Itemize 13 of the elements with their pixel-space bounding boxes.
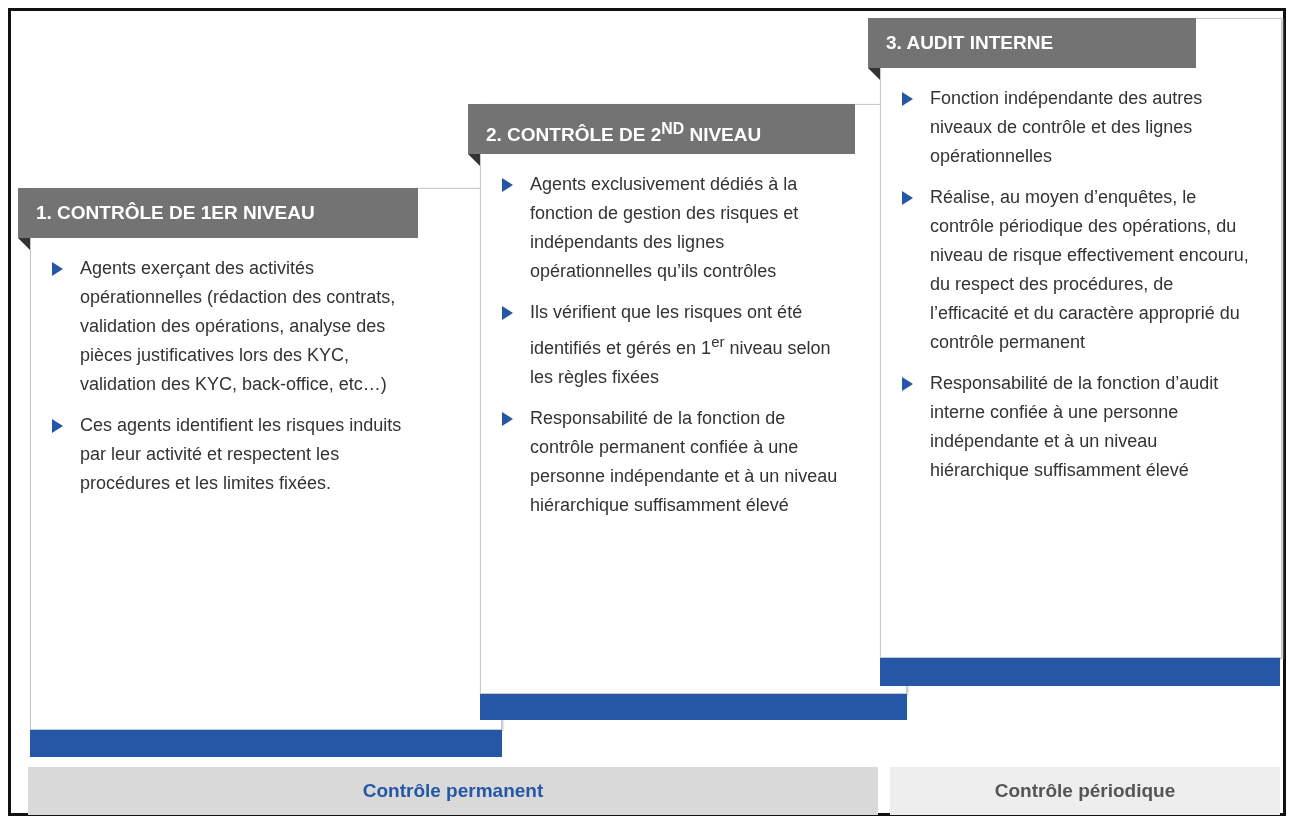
bullet-text: Ces agents identifient les risques induits par leur activité et respectent les procédures et les limites fixées. <box>80 414 403 495</box>
bullet-text: Réalise, au moyen d’enquêtes, le contrôle périodique des opérations, du niveau de risque effectivement encouru, du respect des procédures, de l’efficacité et du caractère approprié du contrôle permanent <box>930 186 1250 354</box>
bullet-text: Fonction indépendante des autres niveaux de contrôle et des lignes opérationnelles <box>930 87 1204 168</box>
bullet-text: Responsabilité de la fonction d’audit interne confiée à une personne indépendante et à un niveau hiérarchique suffisamment élevé <box>930 372 1220 482</box>
category-band: Contrôle périodique <box>890 767 1280 815</box>
heading-banner: 2. CONTRÔLE DE 2$^{ND}$ NIVEAU <box>468 104 855 154</box>
bullet-text: Agents exclusivement dédiés à la fonction de gestion des risques et indépendants des lignes opérationnelles qu’ils contrôles <box>530 173 800 283</box>
bullet-text: Responsabilité de la fonction de contrôle permanent confiée à une personne indépendante et à un niveau hiérarchique suffisamment élevé <box>530 407 839 517</box>
heading-banner: 3. AUDIT INTERNE <box>868 18 1196 68</box>
category-band: Contrôle permanent <box>28 767 878 815</box>
bullet-text: Agents exerçant des activités opérationnelles (rédaction des contrats, validation des opérations, analyse des pièces justificatives lors des KYC, validation des KYC, back-office, etc…) <box>80 257 397 396</box>
heading-banner: 1. CONTRÔLE DE 1ER NIVEAU <box>18 188 418 238</box>
bullet-text: Ils vérifient que les risques ont été identifiés et gérés en 1$^{er}$ niveau selon les règles fixées <box>530 301 832 389</box>
